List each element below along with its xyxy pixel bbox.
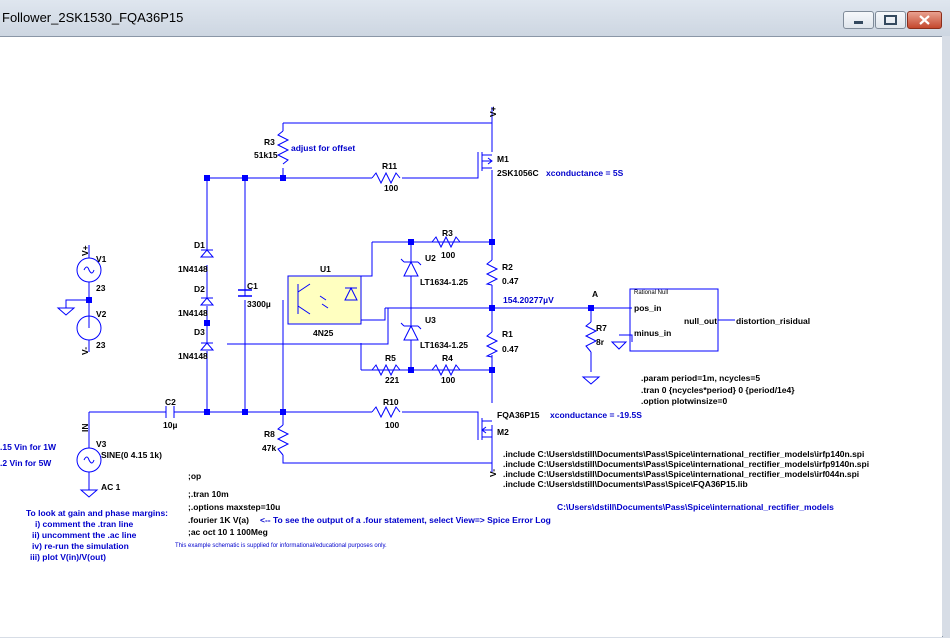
r5-name: R5 — [385, 353, 396, 363]
instruction-5: iii) plot V(in)/V(out) — [30, 552, 106, 562]
schematic-canvas[interactable] — [0, 36, 943, 637]
m1-name: M1 — [497, 154, 509, 164]
v1-vplus-net: V+ — [80, 245, 90, 256]
d1-name: D1 — [194, 240, 205, 250]
u3-model: LT1634-1.25 — [420, 340, 468, 350]
vminus-net: V- — [488, 469, 498, 477]
op-directive: ;op — [188, 471, 201, 481]
v3-name: V3 — [96, 439, 107, 449]
r11-name: R11 — [382, 161, 397, 171]
distortion-net: distortion_risidual — [736, 316, 810, 326]
disclaimer: This example schematic is supplied for i… — [175, 543, 387, 549]
null-out: null_out — [684, 316, 717, 326]
r10-value: 100 — [385, 420, 399, 430]
r2-name: R2 — [502, 262, 513, 272]
ac-directive: ;ac oct 10 1 100Meg — [188, 527, 268, 537]
minimize-button[interactable] — [843, 11, 874, 29]
m2-model: FQA36P15 — [497, 410, 540, 420]
d2-name: D2 — [194, 284, 205, 294]
window-title: Follower_2SK1530_FQA36P15 — [2, 10, 184, 25]
include-line-4: .include C:\Users\dstill\Documents\Pass\… — [503, 479, 748, 489]
r8-name: R8 — [264, 429, 275, 439]
v2-name: V2 — [96, 309, 107, 319]
v1-name: V1 — [96, 254, 107, 264]
include-line-3: .include C:\Users\dstill\Documents\Pass\… — [503, 469, 859, 479]
v3-value: SINE(0 4.15 1k) — [101, 450, 162, 460]
fourier-hint: <-- To see the output of a .four stateme… — [260, 515, 551, 525]
param-line-1: .param period=1m, ncycles=5 — [641, 373, 760, 383]
v3-ac: AC 1 — [101, 482, 121, 492]
v2-value: 23 — [96, 340, 106, 350]
null-pos: pos_in — [634, 303, 661, 313]
d2-model: 1N4148 — [178, 308, 208, 318]
v1-value: 23 — [96, 283, 106, 293]
u1-model: 4N25 — [313, 328, 334, 338]
param-line-3: .option plotwinsize=0 — [641, 396, 727, 406]
d3-name: D3 — [194, 327, 205, 337]
c2-name: C2 — [165, 397, 176, 407]
null-header: Rational Null — [634, 290, 668, 296]
close-button[interactable] — [907, 11, 942, 29]
u1-name: U1 — [320, 264, 331, 274]
r3b-name: R3 — [442, 228, 453, 238]
instruction-4: iv) re-run the simulation — [32, 541, 129, 551]
options-directive: ;.options maxstep=10u — [188, 502, 280, 512]
instruction-3: ii) uncomment the .ac line — [32, 530, 137, 540]
m2-note: xconductance = -19.5S — [550, 410, 642, 420]
r7-name: R7 — [596, 323, 607, 333]
r3a-value: 51k15 — [254, 150, 278, 160]
schematic-drawing[interactable]: R3 51k15 adjust for offset R11 100 M1 2S… — [0, 36, 942, 636]
instruction-1: To look at gain and phase margins: — [26, 508, 168, 518]
window-border — [942, 36, 950, 636]
m2-name: M2 — [497, 427, 509, 437]
title-bar: Follower_2SK1530_FQA36P15 — [0, 0, 950, 36]
m1-model: 2SK1056C — [497, 168, 539, 178]
r3a-note: adjust for offset — [291, 143, 355, 153]
r10-name: R10 — [383, 397, 399, 407]
maximize-button[interactable] — [875, 11, 906, 29]
r1-value: 0.47 — [502, 344, 519, 354]
v2-vminus-net: V- — [80, 347, 90, 355]
u3-name: U3 — [425, 315, 436, 325]
r8-value: 47k — [262, 443, 276, 453]
r5-value: 221 — [385, 375, 399, 385]
null-minus: minus_in — [634, 328, 671, 338]
r4-name: R4 — [442, 353, 453, 363]
u2-model: LT1634-1.25 — [420, 277, 468, 287]
r3b-value: 100 — [441, 250, 455, 260]
r1-name: R1 — [502, 329, 513, 339]
r2-value: 0.47 — [502, 276, 519, 286]
note-in-b: .2 Vin for 5W — [0, 458, 52, 468]
note-in-a: .15 Vin for 1W — [0, 442, 57, 452]
d1-model: 1N4148 — [178, 264, 208, 274]
include-line-1: .include C:\Users\dstill\Documents\Pass\… — [503, 449, 864, 459]
tran-directive: ;.tran 10m — [188, 489, 229, 499]
include-line-2: .include C:\Users\dstill\Documents\Pass\… — [503, 459, 869, 469]
fourier-directive: .fourier 1K V(a) — [188, 515, 249, 525]
c2-value: 10µ — [163, 420, 177, 430]
c1-value: 3300µ — [247, 299, 271, 309]
measure-value: 154.20277µV — [503, 295, 554, 305]
c1-name: C1 — [247, 281, 258, 291]
r4-value: 100 — [441, 375, 455, 385]
model-path: C:\Users\dstill\Documents\Pass\Spice\int… — [557, 502, 834, 512]
u2-name: U2 — [425, 253, 436, 263]
instruction-2: i) comment the .tran line — [35, 519, 134, 529]
d3-model: 1N4148 — [178, 351, 208, 361]
r3a-name: R3 — [264, 137, 275, 147]
param-line-2: .tran 0 {ncycles*period} 0 {period/1e4} — [641, 385, 795, 395]
a-net: A — [592, 289, 598, 299]
vplus-net: V+ — [488, 106, 498, 117]
r11-value: 100 — [384, 183, 398, 193]
r7-value: 8r — [596, 337, 605, 347]
in-net: IN — [80, 424, 90, 433]
m1-note: xconductance = 5S — [546, 168, 624, 178]
